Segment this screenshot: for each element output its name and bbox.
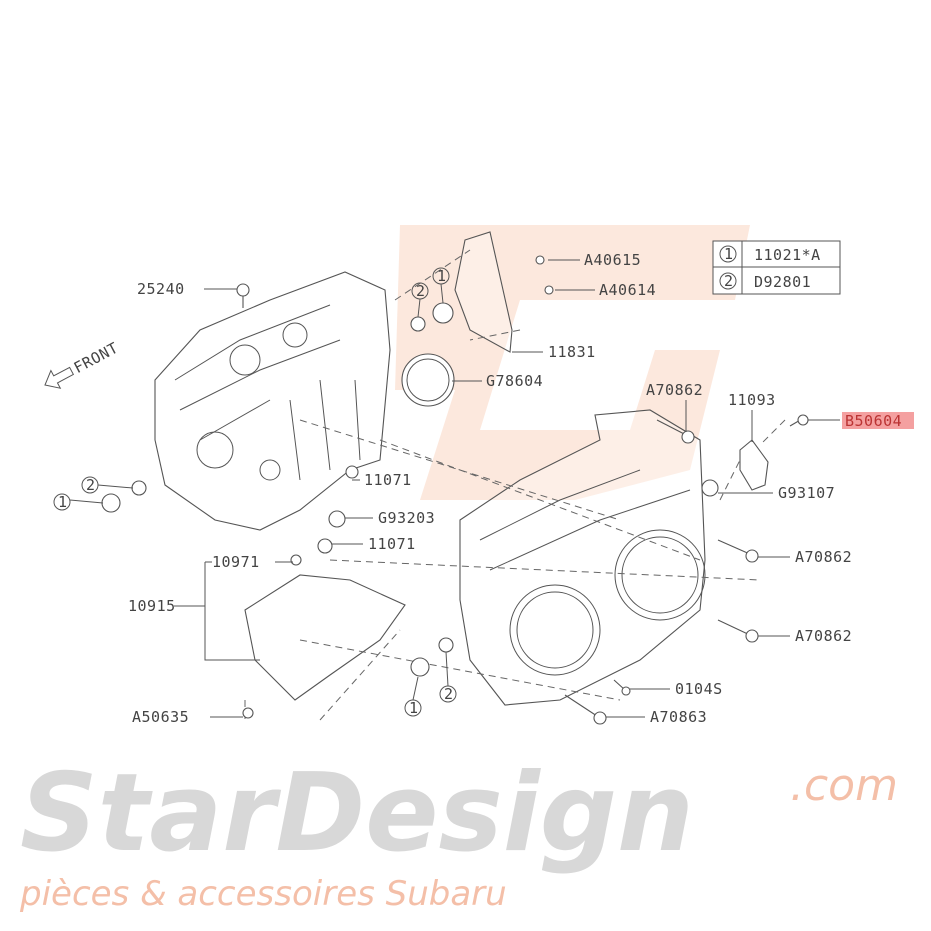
cover-part (454, 231, 513, 353)
label-a70863[interactable]: A70863 (650, 708, 707, 726)
label-10971[interactable]: 10971 (212, 553, 260, 571)
watermark-brand: StarDesign (20, 751, 694, 876)
legend-key-2: 2 (724, 272, 734, 290)
label-a40614[interactable]: A40614 (599, 281, 656, 299)
label-a70862-mid[interactable]: A70862 (795, 548, 852, 566)
label-11093[interactable]: 11093 (728, 391, 776, 409)
label-g78604[interactable]: G78604 (486, 372, 543, 390)
label-a70862-top[interactable]: A70862 (646, 381, 703, 399)
front-arrow: FRONT (44, 339, 122, 389)
label-a70862-low[interactable]: A70862 (795, 627, 852, 645)
callout-circles: 1 2 1 2 2 1 (53, 267, 457, 717)
bolts (101, 255, 809, 725)
right-cylinder-block (459, 409, 706, 706)
watermark-domain: .com (790, 760, 898, 811)
baffle-part (244, 574, 406, 701)
label-a40615[interactable]: A40615 (584, 251, 641, 269)
highlight-box (842, 412, 914, 429)
front-label: FRONT (71, 339, 122, 377)
leader-lines (69, 259, 840, 718)
watermark-logo (395, 225, 750, 500)
legend-table: 1 2 11021*A D92801 (712, 240, 841, 295)
legend-part-2: D92801 (754, 273, 811, 291)
label-0104s[interactable]: 0104S (675, 680, 723, 698)
left-cylinder-block (154, 271, 391, 531)
label-25240[interactable]: 25240 (137, 280, 185, 298)
legend-part-1: 11021*A (754, 246, 821, 264)
label-b50604[interactable]: B50604 (845, 412, 902, 430)
label-a50635[interactable]: A50635 (132, 708, 189, 726)
label-11071-b[interactable]: 11071 (368, 535, 416, 553)
label-10915[interactable]: 10915 (128, 597, 176, 615)
watermark-tagline: pièces & accessoires Subaru (19, 874, 507, 914)
label-g93107[interactable]: G93107 (778, 484, 835, 502)
callout-2-left: 2 (86, 476, 96, 494)
callout-1-top: 1 (437, 267, 447, 285)
legend-key-1: 1 (724, 245, 734, 263)
plate-part (739, 439, 769, 491)
callout-2-bottom: 2 (444, 685, 454, 703)
callout-1-bottom: 1 (409, 699, 419, 717)
oil-seal-part (401, 353, 455, 407)
label-11831[interactable]: 11831 (548, 343, 596, 361)
callout-2-top: 2 (416, 282, 426, 300)
label-g93203[interactable]: G93203 (378, 509, 435, 527)
callout-1-left: 1 (58, 493, 68, 511)
label-11071-a[interactable]: 11071 (364, 471, 412, 489)
